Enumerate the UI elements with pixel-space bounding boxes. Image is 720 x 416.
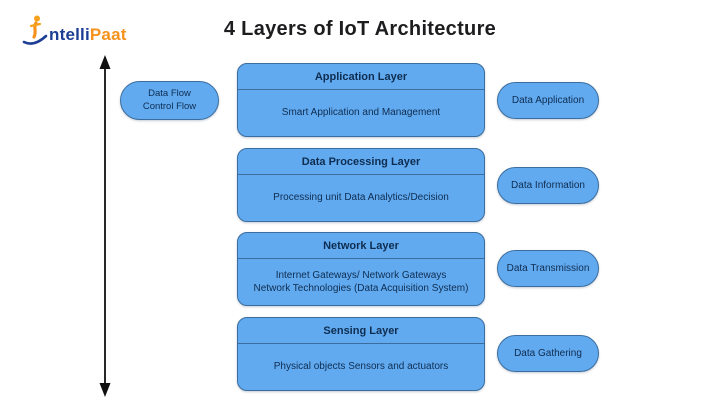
tag-pill-data-application: Data Application — [497, 82, 599, 119]
flow-direction-arrow — [99, 55, 111, 397]
layer-box-network: Network Layer Internet Gateways/ Network… — [237, 232, 485, 306]
page-title: 4 Layers of IoT Architecture — [223, 18, 497, 40]
jumping-figure-icon — [22, 14, 48, 46]
layer-title: Data Processing Layer — [238, 149, 484, 175]
layer-title: Sensing Layer — [238, 318, 484, 344]
layer-description: Internet Gateways/ Network Gateways Netw… — [253, 269, 469, 295]
intellipaat-logo: ntelliPaat — [22, 14, 127, 46]
layer-box-sensing: Sensing Layer Physical objects Sensors a… — [237, 317, 485, 391]
layer-description: Physical objects Sensors and actuators — [273, 361, 449, 373]
flow-label-line2: Control Flow — [142, 100, 197, 112]
arrowhead-down-icon — [99, 383, 111, 397]
layer-box-data-processing: Data Processing Layer Processing unit Da… — [237, 148, 485, 222]
arrowhead-up-icon — [99, 55, 111, 69]
tag-pill-data-transmission: Data Transmission — [497, 250, 599, 287]
tag-pill-data-gathering: Data Gathering — [497, 335, 599, 372]
layer-description: Smart Application and Management — [281, 107, 441, 119]
flow-label-line1: Data Flow — [148, 87, 191, 99]
logo-text: ntelliPaat — [49, 25, 127, 44]
layer-box-application: Application Layer Smart Application and … — [237, 63, 485, 137]
layer-description: Processing unit Data Analytics/Decision — [273, 192, 449, 204]
layer-title: Network Layer — [238, 233, 484, 259]
flow-label-pill: Data Flow Control Flow — [120, 81, 219, 120]
tag-pill-data-information: Data Information — [497, 167, 599, 204]
layer-title: Application Layer — [238, 64, 484, 90]
